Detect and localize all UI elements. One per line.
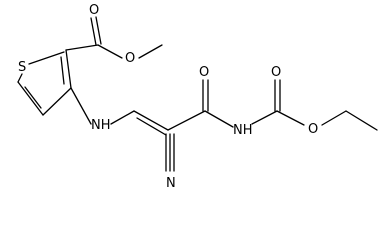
bond-ring-c2-c3 [65,49,72,89]
bond-carbamate-c-o [276,110,305,126]
bond-ester-o-methyl [138,44,163,59]
bond-alpha-amide-c [167,110,206,131]
structure-canvas: O O S NH O O NH O N [17,3,378,191]
bond-ring-c2-c3-inner [60,56,65,85]
bond-nh-vinyl [110,110,135,125]
atom-o-ethoxy: O [308,122,318,137]
atom-nh-imide: NH [233,123,253,138]
atom-n-nitrile: N [166,176,176,191]
atom-o-amide: O [199,65,209,80]
atom-o-ester: O [125,51,135,66]
bond-vinyl-double-a [133,110,169,131]
atom-s-ring: S [18,60,26,75]
bond-ethyl-ch3 [345,110,378,131]
atom-o-ester-carbonyl: O [89,3,99,18]
bond-amide-c-nh [204,110,234,128]
molecule-structure: O O S NH O O NH O N [17,3,378,191]
bond-ring-c4-c5 [17,81,44,116]
bond-ring-c4-c5-inner [24,86,42,109]
atom-o-carbamate: O [271,65,281,80]
bond-ring-c5-s [17,73,23,83]
bond-nh-carbamate-c [251,110,278,125]
bond-c2-carbonyl-c [65,44,99,51]
bond-ring-c3-c4 [42,87,72,116]
bond-vinyl-double-b [136,117,167,136]
bond-c3-nh [70,87,92,125]
bond-carbonyl-double-a [90,17,97,46]
atom-nh-amine: NH [91,118,111,133]
bond-carbonyl-double-b [95,16,102,45]
bond-ring-s-c2 [28,51,65,65]
bond-o-ethyl-ch2 [321,110,347,126]
bond-carbonyl-c-ester-o [97,44,123,59]
